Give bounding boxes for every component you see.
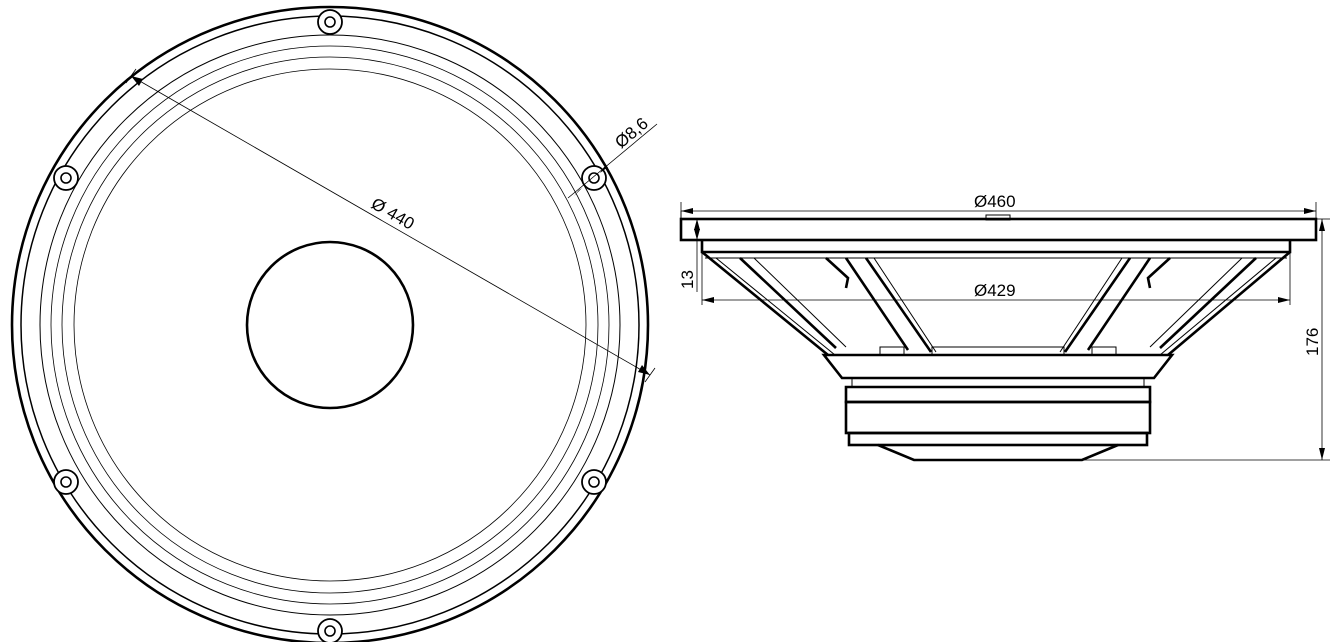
- top-plate-taper: [851, 378, 1145, 388]
- surround-outer-edge: [39, 34, 621, 616]
- dimension-baffle-diameter: Ø429: [701, 252, 1291, 305]
- flange-center-notch: [985, 214, 1011, 221]
- dimension-flange-thickness: 13: [678, 211, 702, 292]
- mounting-holes: [53, 9, 607, 642]
- magnet: [844, 400, 1152, 435]
- dimension-flange-thickness-label: 13: [678, 270, 697, 289]
- motor-mount-plate: [821, 353, 1175, 380]
- basket-spokes-right: [1059, 257, 1257, 353]
- mounting-hole-bottom: [317, 618, 343, 642]
- surround-ridge-1: [50, 45, 610, 605]
- back-plate: [847, 431, 1149, 447]
- motor-mount-center: [931, 346, 1065, 356]
- dimension-outer-diameter: Ø 440: [125, 68, 656, 383]
- side-view: Ø460 Ø429 13 176: [678, 192, 1330, 462]
- dimension-hole-diameter-label: Ø8,6: [611, 114, 651, 152]
- top-plate: [844, 385, 1152, 404]
- basket-left-wall: [701, 250, 829, 357]
- dust-cap: [245, 240, 415, 410]
- mounting-hole-top: [317, 9, 343, 35]
- front-view: Ø 440 Ø8,6: [10, 5, 658, 642]
- dimension-depth-label: 176: [1303, 328, 1322, 356]
- frame-inner-rim: [20, 15, 640, 635]
- basket-left-wall-inner: [715, 257, 836, 356]
- dimension-frame-diameter-label: Ø460: [974, 192, 1016, 211]
- mounting-hole-lower-left: [53, 469, 79, 495]
- basket-right-wall-inner: [1159, 257, 1277, 356]
- dimension-outer-diameter-label: Ø 440: [368, 194, 418, 234]
- mounting-flange: [679, 217, 1318, 242]
- basket-right-wall: [1167, 251, 1291, 356]
- mounting-hole-lower-right: [581, 469, 607, 495]
- mounting-hole-upper-left: [53, 165, 79, 191]
- dimension-hole-diameter: Ø8,6: [567, 114, 658, 199]
- dimension-depth: 176: [1084, 218, 1330, 461]
- motor-mount-left-tab: [879, 346, 905, 356]
- pole-piece-bottom: [877, 443, 1119, 462]
- basket-spokes-left: [739, 257, 937, 353]
- motor-mount-right-tab: [1091, 346, 1117, 356]
- surround-inner-edge: [73, 68, 587, 582]
- basket-top-ring: [700, 240, 1292, 254]
- dimension-baffle-diameter-label: Ø429: [974, 281, 1016, 300]
- frame-outer-rim: [10, 5, 650, 642]
- surround-ridge-2: [61, 56, 599, 594]
